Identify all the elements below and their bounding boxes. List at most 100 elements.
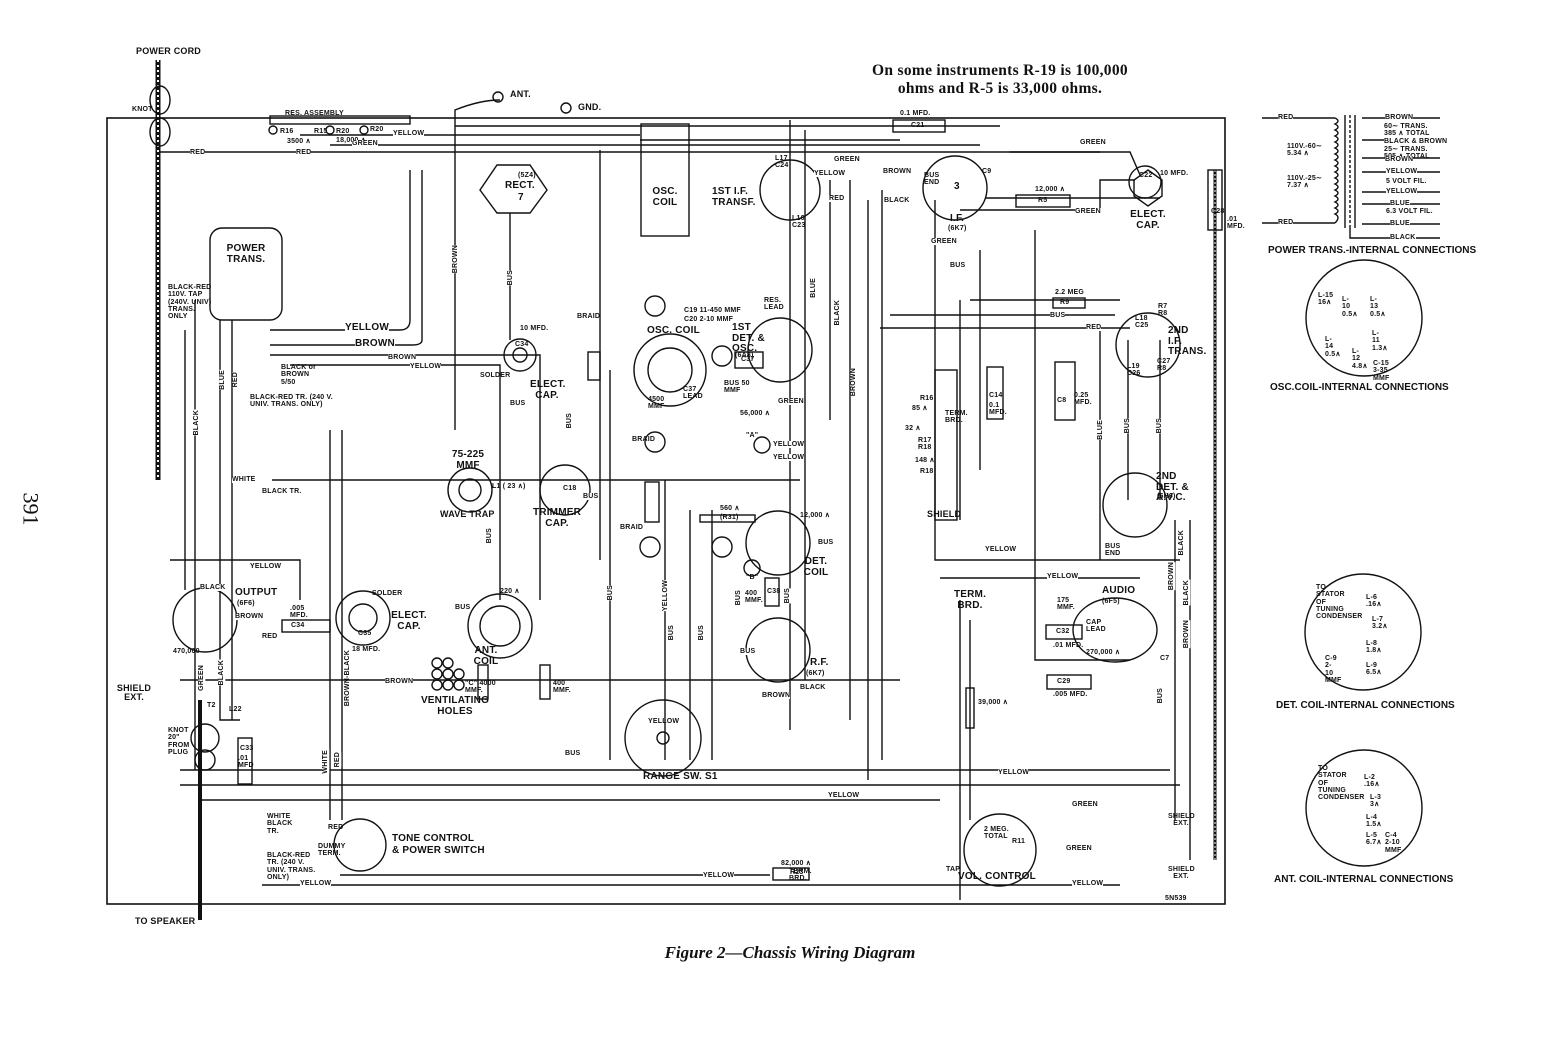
inset-ant-stator: TO STATOR OF TUNING CONDENSER [1318, 765, 1365, 802]
wire-label-yellow-tone: YELLOW [703, 872, 735, 880]
det-coil-label: DET. COIL [803, 556, 829, 578]
second-det-type: (6H6) [1157, 493, 1176, 500]
inset-det-c9: C-9 2-10 MMF [1325, 655, 1342, 685]
r9-label: R9 [1060, 299, 1070, 306]
shield-label: SHIELD [927, 509, 962, 519]
inset-pt-sec-5: YELLOW [1386, 168, 1418, 176]
inset-ant-l5: L-5 6.7∧ [1366, 832, 1382, 847]
wire-label-black-red-tr-2: BLACK-RED TR. (240 V. UNIV. TRANS. ONLY) [267, 852, 316, 882]
r11-value: 2 MEG. TOTAL [984, 826, 1009, 841]
c34-label: C34 [515, 341, 529, 348]
r-32-label: 32 ∧ [905, 425, 921, 432]
wire-label-bus-v-1: BUS [607, 585, 615, 601]
wire-label-red-v: RED [232, 372, 240, 388]
solder-label: SOLDER [480, 372, 511, 379]
cap-lead-label: CAP LEAD [1086, 619, 1106, 634]
inset-pt-sec-8: BLUE [1390, 200, 1410, 208]
inset-osc-l12: L-12 4.8∧ [1352, 348, 1368, 370]
wire-label-black-red-tr: BLACK-RED TR. (240 V. UNIV. TRANS. ONLY) [250, 394, 333, 409]
if-tube-number: 3 [954, 181, 960, 192]
osc-coil-label: OSC. COIL [647, 325, 700, 336]
elect-cap-low-label: ELECT. CAP. [391, 610, 427, 632]
c35-value: 18 MFD. [352, 646, 381, 653]
bus-end-label: BUS END [924, 172, 940, 187]
wire-label-bus-v-3: BUS [698, 625, 706, 641]
inset-det-stator: TO STATOR OF TUNING CONDENSER [1316, 584, 1363, 621]
c20-spec: C20 2-10 MMF [684, 316, 734, 323]
wire-label-blue-v-2nd: BLUE [1097, 420, 1105, 440]
wire-label-green-dashed: GREEN [834, 156, 860, 164]
audio-tube-type: (6F5) [1102, 598, 1120, 605]
c19-spec: C19 11-450 MMF [684, 307, 741, 314]
wire-label-red-if: RED [829, 195, 845, 203]
inset-pt-sec-6: 5 VOLT FIL. [1386, 178, 1427, 185]
c32-label: C32 [1056, 628, 1070, 635]
r-12000-label: 12,000 ∧ [800, 512, 831, 519]
c34-value: 10 MFD. [520, 325, 549, 332]
wire-label-yellow-if: YELLOW [814, 170, 846, 178]
braid-label-2: BRAID [632, 436, 656, 443]
wire-label-brown-black-v: BROWN-BLACK [344, 650, 351, 707]
wire-label-yellow-vol: YELLOW [1072, 880, 1104, 888]
l22-label: L22 [229, 706, 242, 713]
wire-label-black-if: BLACK [884, 197, 910, 205]
res-assembly-label: RES. ASSEMBLY [285, 110, 344, 117]
c9-label: C9 [982, 168, 992, 175]
wire-label-red-2nd-if: RED [1086, 324, 1102, 332]
wire-label-brown-out: BROWN [235, 613, 264, 621]
inset-ant-l2: L-2 .16∧ [1364, 774, 1380, 789]
inset-det-l7: L-7 3.2∧ [1372, 616, 1388, 631]
wire-label-black-brown: BLACK or BROWN 5/50 [281, 364, 317, 386]
wire-label-brown-v-r2: BROWN [1183, 620, 1191, 649]
first-if-transf-label: 1ST I.F. TRANSF. [712, 186, 756, 208]
inset-osc-l15: L-15 16∧ [1318, 292, 1334, 307]
wire-label-brown-v-r: BROWN [1168, 562, 1176, 591]
inset-ant-l4: L-4 1.5∧ [1366, 814, 1382, 829]
c37-lead-label: C37 LEAD [683, 386, 703, 401]
shield-ext-right-1: SHIELD EXT. [1168, 813, 1195, 828]
inset-osc-coil-title: OSC.COIL-INTERNAL CONNECTIONS [1270, 382, 1449, 393]
r-39000-label: 39,000 ∧ [978, 699, 1009, 706]
inset-pt-sec-0: BROWN [1385, 114, 1414, 122]
wire-label-bus-v-7: BUS [1156, 418, 1164, 434]
wire-label-black-v-det: BLACK [834, 300, 842, 326]
wave-trap-value: 75-225 MMF [451, 449, 485, 471]
wire-label-green-v: GREEN [198, 665, 206, 691]
inset-pt-sec-2: BLACK & BROWN [1384, 138, 1448, 146]
wire-label-bus-range: BUS [565, 750, 581, 758]
inset-pt-sec-4: BROWN [1385, 156, 1414, 164]
c34b-value: .005 MFD. [290, 605, 308, 620]
c8-label: C8 [1057, 397, 1067, 404]
wire-label-yellow-shield: YELLOW [985, 546, 1017, 554]
point-b-label: "B" [746, 574, 759, 581]
inset-pt-primary-60: 110V.-60∼ 5.34 ∧ [1287, 143, 1323, 158]
wire-label-green-top: GREEN [352, 140, 378, 148]
c21-value: 0.1 MFD. [900, 110, 931, 117]
wire-label-green-det: GREEN [778, 398, 804, 406]
c38-label: C38 [767, 588, 781, 595]
wire-label-brown-vent: BROWN [385, 678, 414, 686]
c29-label: C29 [1057, 678, 1071, 685]
inset-det-l8: L-8 1.8∧ [1366, 640, 1382, 655]
power-trans-box [209, 227, 283, 321]
braid-label-3: BRAID [620, 524, 644, 531]
l16-c23-label: L16 C23 [792, 215, 806, 230]
wire-label-bus-det: BUS [818, 539, 834, 547]
wire-label-white-v: WHITE [322, 750, 330, 774]
inset-osc-coil-drawing [1305, 259, 1423, 377]
elect-cap-top-label: ELECT. CAP. [1130, 209, 1166, 231]
first-det-type: (6A8) [735, 352, 754, 359]
range-switch-label: RANGE SW. S1 [643, 771, 718, 782]
power-switch-label: & POWER SWITCH [392, 845, 485, 856]
tube-sockets [172, 155, 1181, 887]
elect-cap-c22 [1133, 169, 1163, 207]
note-line-1: On some instruments R-19 is 100,000 [872, 62, 1128, 79]
elect-cap-mid-label: ELECT. CAP. [530, 379, 566, 401]
r15-r20-label: R20 [336, 128, 350, 135]
inset-det-l9: L-9 6.5∧ [1366, 662, 1382, 677]
wire-label-yellow-top: YELLOW [393, 130, 425, 138]
r-560-label: 560 ∧ [720, 505, 740, 512]
osc-coil-can-label: OSC. COIL [652, 186, 678, 208]
rect-tube-number: 7 [518, 192, 524, 203]
wire-label-black-tr: BLACK TR. [262, 488, 302, 495]
